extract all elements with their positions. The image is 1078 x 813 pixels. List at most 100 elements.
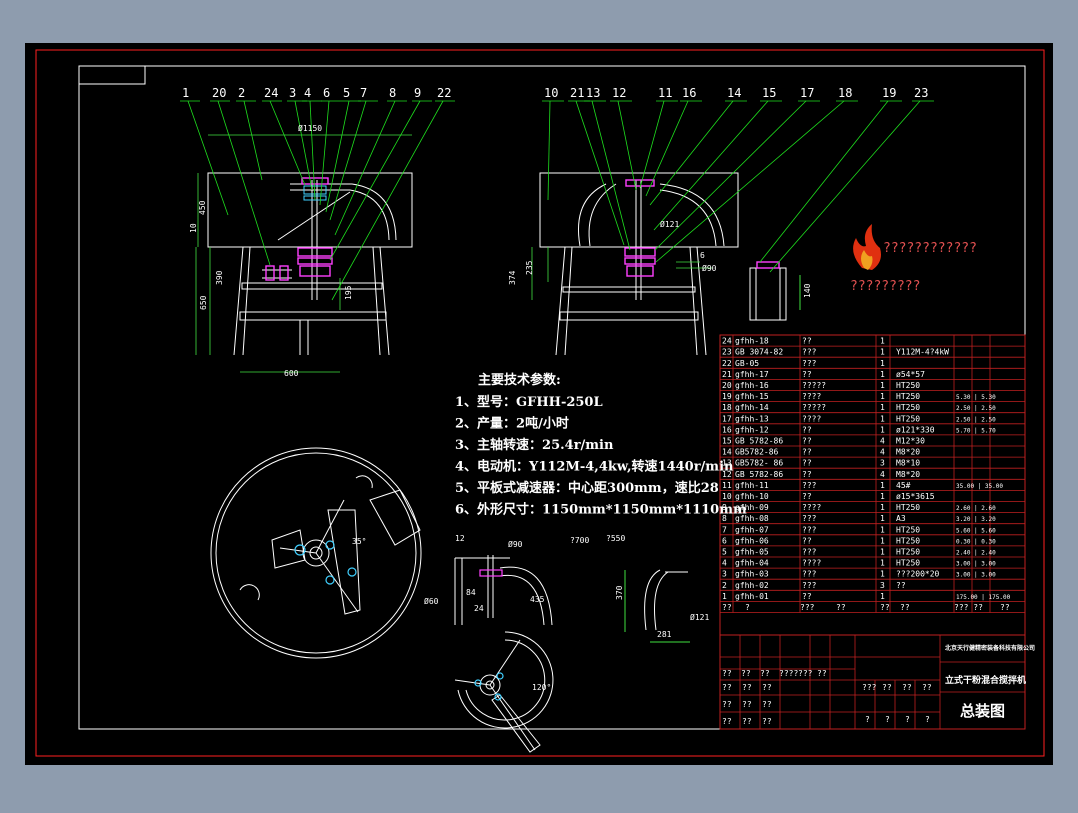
bom-index: 1	[722, 592, 727, 601]
bom-name: ??	[802, 470, 812, 479]
tb-row-cell: ??	[741, 669, 751, 678]
dimension-text: 450	[198, 200, 207, 215]
bom-weight: 5.60 | 5.60	[956, 527, 996, 534]
bom-name: ???	[802, 481, 817, 490]
dimension-text: 374	[508, 270, 517, 285]
corner-tag-box	[78, 65, 146, 85]
drawing-canvas	[25, 43, 1053, 765]
bom-material: ???200*20	[896, 570, 940, 579]
bom-weight: 2.50 | 2.50	[956, 405, 996, 412]
part-label: 23	[914, 86, 928, 100]
tech-param-item: 6、外形尺寸：1150mm*1150mm*1110mm	[455, 502, 747, 518]
front-view-right	[539, 172, 739, 356]
dimension-text: 370	[615, 585, 624, 600]
bom-code: gfhh-06	[735, 536, 769, 545]
dimension-text: 281	[657, 630, 672, 639]
dimension-text: 390	[215, 270, 224, 285]
bom-index: 17	[722, 414, 732, 423]
small-plan-view	[454, 631, 554, 753]
bom-header-cell: ??	[836, 603, 846, 612]
dimension-text: Ø90	[702, 263, 717, 273]
bom-weight: 35.00 | 35.00	[956, 483, 1003, 490]
bom-code: gfhh-15	[735, 392, 769, 401]
product-name: 立式干粉混合搅拌机	[945, 674, 1026, 686]
bom-code: gfhh-14	[735, 403, 769, 412]
section-view	[454, 555, 553, 626]
blade-view	[624, 569, 690, 643]
bom-name: ??	[802, 448, 812, 457]
bom-material: ø15*3615	[896, 492, 935, 501]
bom-qty: 1	[880, 348, 885, 357]
outer-frame	[35, 49, 1045, 757]
bom-weight: 2.60 | 2.60	[956, 505, 996, 512]
bom-qty: 1	[880, 392, 885, 401]
tech-params-list: 1、型号：GFHH-250L2、产量：2吨/小时3、主轴转速：25.4r/min…	[455, 394, 747, 518]
bom-index: 16	[722, 425, 732, 434]
part-label: 12	[612, 86, 626, 100]
bom-index: 9	[722, 503, 727, 512]
logo-subcaption: ?????????	[850, 279, 920, 294]
dimension-text: 84	[466, 588, 476, 597]
tb-row-cell: ??	[742, 717, 752, 726]
bom-header-cell: ???	[800, 603, 815, 612]
part-label: 24	[264, 86, 278, 100]
motor-side-view	[749, 267, 801, 321]
bom-index: 13	[722, 459, 732, 468]
bom-index: 23	[722, 348, 732, 357]
leader-line	[653, 100, 769, 231]
bom-code: gfhh-16	[735, 381, 769, 390]
bom-index: 22	[722, 359, 732, 368]
dimension-text: 35°	[352, 537, 366, 546]
bom-weight: 0.30 | 0.30	[956, 538, 996, 545]
bom-weight: 3.20 | 3.20	[956, 516, 996, 523]
bom-name: ???	[802, 548, 817, 557]
bom-header-cell: ?	[745, 603, 750, 612]
bom-code: gfhh-05	[735, 548, 769, 557]
bom-name: ??	[802, 459, 812, 468]
bom-code: gfhh-01	[735, 592, 769, 601]
bom-qty: 1	[880, 381, 885, 390]
leader-line	[329, 100, 421, 261]
leader-line	[329, 100, 367, 221]
leader-line	[325, 100, 350, 213]
bom-material: A3	[896, 514, 906, 523]
bom-qty: 4	[880, 448, 885, 457]
bom-material: ø54*57	[896, 370, 925, 379]
part-label: 1	[182, 86, 189, 100]
plan-view-cyan-parts	[294, 540, 357, 585]
dimension-text: 435	[530, 595, 545, 604]
tb-row-cell: ??	[722, 717, 732, 726]
bom-header-cell: ??	[722, 603, 732, 612]
tech-param-item: 1、型号：GFHH-250L	[455, 394, 603, 410]
bom-qty: 1	[880, 359, 885, 368]
tb-row-cell: ??	[722, 683, 732, 692]
bom-qty: 1	[880, 403, 885, 412]
bom-weight: 5.30 | 5.30	[956, 394, 996, 401]
dimension-text: 195	[344, 285, 353, 300]
part-label: 16	[682, 86, 696, 100]
tb-row-cell: ??	[762, 683, 772, 692]
bom-weight: 5.70 | 5.70	[956, 427, 996, 434]
dimension-text: 120°	[532, 683, 551, 692]
right-view-dimension-lines	[531, 247, 712, 300]
bom-qty: 1	[880, 503, 885, 512]
flame-logo-icon	[853, 224, 881, 270]
bom-material: M8*20	[896, 448, 920, 457]
tb-row-cell: ??	[742, 700, 752, 709]
leader-line	[243, 100, 263, 181]
left-view-magenta-parts	[265, 177, 333, 281]
part-label: 9	[414, 86, 421, 100]
part-label: 14	[727, 86, 741, 100]
bom-index: 12	[722, 470, 732, 479]
bom-qty: 1	[880, 492, 885, 501]
bom-code: gfhh-17	[735, 370, 769, 379]
bom-code: gfhh-02	[735, 581, 769, 590]
bom-material: M8*20	[896, 470, 920, 479]
bom-code: GB-05	[735, 359, 759, 368]
bom-index: 21	[722, 370, 732, 379]
bom-name: ??	[802, 337, 812, 346]
tb-row-cell: ??	[722, 669, 732, 678]
